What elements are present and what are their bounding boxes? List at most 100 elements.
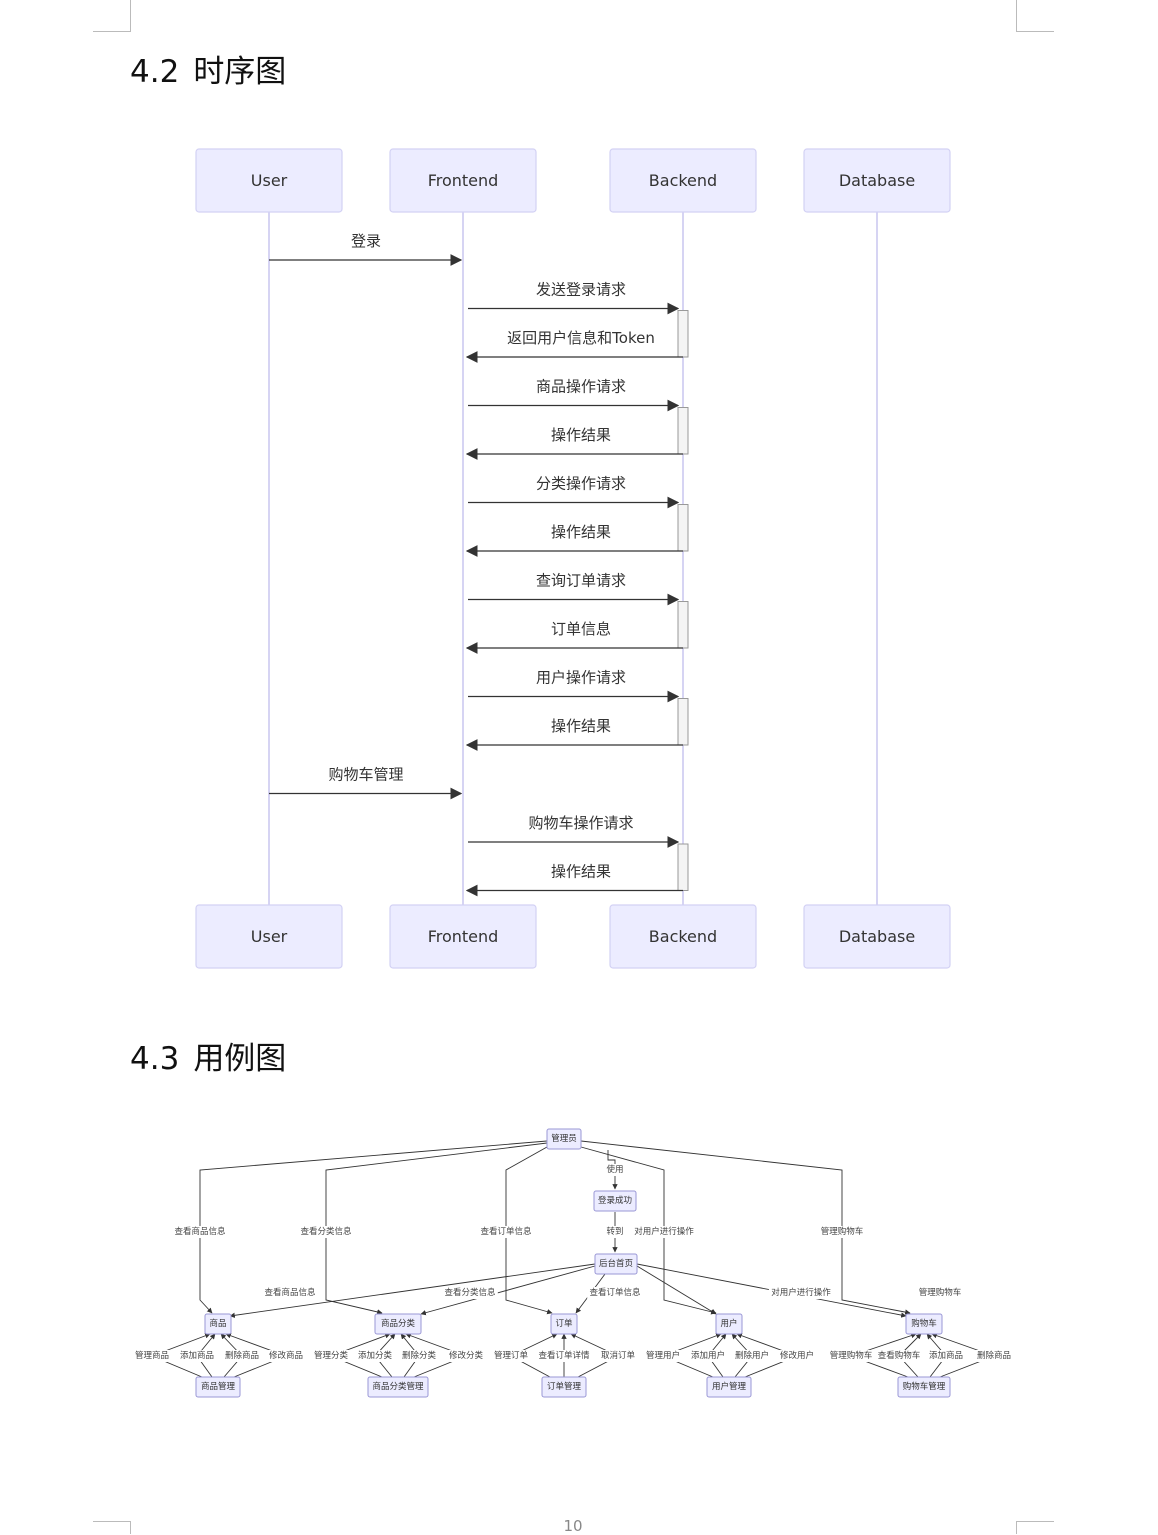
edge-label-background <box>926 1350 966 1362</box>
message-label: 购物车管理 <box>328 766 403 784</box>
edge-label: 管理购物车 <box>830 1350 873 1361</box>
usecase-node-user <box>715 1313 743 1335</box>
participant-box-backend-top <box>609 148 757 213</box>
message-label: 发送登录请求 <box>536 281 626 299</box>
usecase-node-category <box>374 1313 422 1335</box>
message-label: 操作结果 <box>551 717 611 735</box>
participant-label-frontend: Frontend <box>428 171 499 190</box>
crop-mark-bottom-right <box>1016 1521 1054 1522</box>
crop-mark-bottom-left <box>130 1521 131 1534</box>
usecase-node-label: 登录成功 <box>598 1195 632 1206</box>
edge-label-background <box>827 1350 875 1362</box>
edge-label-background <box>478 1226 534 1238</box>
usecase-node-label: 商品管理 <box>201 1381 236 1392</box>
edge-line <box>636 1265 717 1315</box>
usecase-node-order-mgmt <box>541 1376 587 1398</box>
edge-label-background <box>643 1350 683 1362</box>
edge-label: 删除商品 <box>225 1350 259 1361</box>
edge-label-background <box>172 1226 228 1238</box>
edge-label: 对用户进行操作 <box>771 1287 831 1298</box>
usecase-edge-labels: 使用转到查看商品信息查看分类信息查看订单信息对用户进行操作管理购物车查看商品信息… <box>132 1164 1014 1362</box>
usecase-node-label: 订单管理 <box>547 1381 582 1392</box>
message-label: 查询订单请求 <box>536 572 626 590</box>
message-label: 购物车操作请求 <box>528 814 633 832</box>
usecase-node-label: 管理员 <box>551 1133 577 1144</box>
crop-mark-top-right <box>1016 0 1017 32</box>
crop-mark-top-right <box>1016 31 1054 32</box>
edge-label: 查看订单信息 <box>589 1287 641 1298</box>
crop-mark-top-left <box>93 31 131 32</box>
usecase-node-cart <box>905 1313 943 1335</box>
edge-label: 管理订单 <box>494 1350 529 1361</box>
message-label: 返回用户信息和Token <box>507 329 655 347</box>
edge-label-background <box>536 1350 592 1362</box>
edge-label-background <box>598 1350 638 1362</box>
participant-box-frontend-top <box>389 148 537 213</box>
participant-box-database-bottom <box>803 904 951 969</box>
message-label: 用户操作请求 <box>536 669 626 687</box>
usecase-node-label: 后台首页 <box>599 1258 633 1269</box>
edge-label: 管理分类 <box>314 1350 349 1361</box>
edge-label: 查看购物车 <box>878 1350 921 1361</box>
edge-label-background <box>768 1287 834 1299</box>
usecase-node-label: 商品 <box>209 1318 226 1329</box>
usecase-node-admin <box>546 1128 582 1150</box>
section-title: 时序图 <box>193 54 287 90</box>
usecase-node-label: 用户管理 <box>712 1381 747 1392</box>
usecase-node-login <box>593 1190 637 1212</box>
usecase-node-label: 用户 <box>720 1318 737 1329</box>
crop-mark-bottom-left <box>93 1521 131 1522</box>
edge-label: 查看订单详情 <box>538 1350 590 1361</box>
edge-label-background <box>355 1350 395 1362</box>
usecase-node-label: 购物车 <box>911 1318 937 1329</box>
edge-label: 转到 <box>606 1226 623 1237</box>
usecase-node-label: 订单 <box>555 1318 573 1329</box>
edge-label-background <box>222 1350 262 1362</box>
edge-label: 使用 <box>606 1164 623 1175</box>
edge-label: 修改分类 <box>449 1350 484 1361</box>
edge-label-background <box>604 1164 626 1176</box>
participant-label-backend: Backend <box>649 927 717 946</box>
edge-label: 添加分类 <box>358 1350 393 1361</box>
usecase-node-label: 购物车管理 <box>903 1381 946 1392</box>
edge-label: 管理商品 <box>135 1350 169 1361</box>
participant-label-frontend: Frontend <box>428 927 499 946</box>
usecase-node-goods-mgmt <box>195 1376 241 1398</box>
edge-label-background <box>177 1350 217 1362</box>
section-heading-sequence: 4.2 时序图 <box>130 46 286 91</box>
edge-label-background <box>631 1226 697 1238</box>
participant-box-database-top <box>803 148 951 213</box>
edge-label: 管理购物车 <box>821 1226 864 1237</box>
edge-label-background <box>818 1226 866 1238</box>
section-number: 4.2 <box>130 54 180 90</box>
edge-label-background <box>266 1350 306 1362</box>
edge-line <box>420 1265 596 1316</box>
message-label: 分类操作请求 <box>536 475 626 493</box>
usecase-node-home <box>594 1253 638 1275</box>
edge-label-background <box>974 1350 1014 1362</box>
edge-label-background <box>491 1350 531 1362</box>
edge-label: 查看分类信息 <box>300 1226 352 1237</box>
participant-label-user: User <box>251 927 288 946</box>
message-label: 登录 <box>351 232 381 250</box>
edge-label: 查看商品信息 <box>174 1226 226 1237</box>
edge-label-background <box>298 1226 354 1238</box>
edge-label: 查看商品信息 <box>264 1287 316 1298</box>
participant-box-frontend-bottom <box>389 904 537 969</box>
edge-label: 取消订单 <box>601 1350 636 1361</box>
edge-label: 删除分类 <box>402 1350 437 1361</box>
usecase-nodes: 管理员登录成功后台首页商品商品分类订单用户购物车商品管理商品分类管理订单管理用户… <box>195 1128 951 1398</box>
edge-label: 查看订单信息 <box>480 1226 532 1237</box>
edge-label: 管理用户 <box>646 1350 680 1361</box>
usecase-node-order <box>550 1313 578 1335</box>
message-label: 操作结果 <box>551 426 611 444</box>
usecase-node-category-mgmt <box>367 1376 429 1398</box>
usecase-node-cart-mgmt <box>897 1376 951 1398</box>
edge-label: 管理购物车 <box>919 1287 962 1298</box>
participant-label-backend: Backend <box>649 171 717 190</box>
edge-label: 修改商品 <box>269 1350 303 1361</box>
edge-label-background <box>587 1287 643 1299</box>
